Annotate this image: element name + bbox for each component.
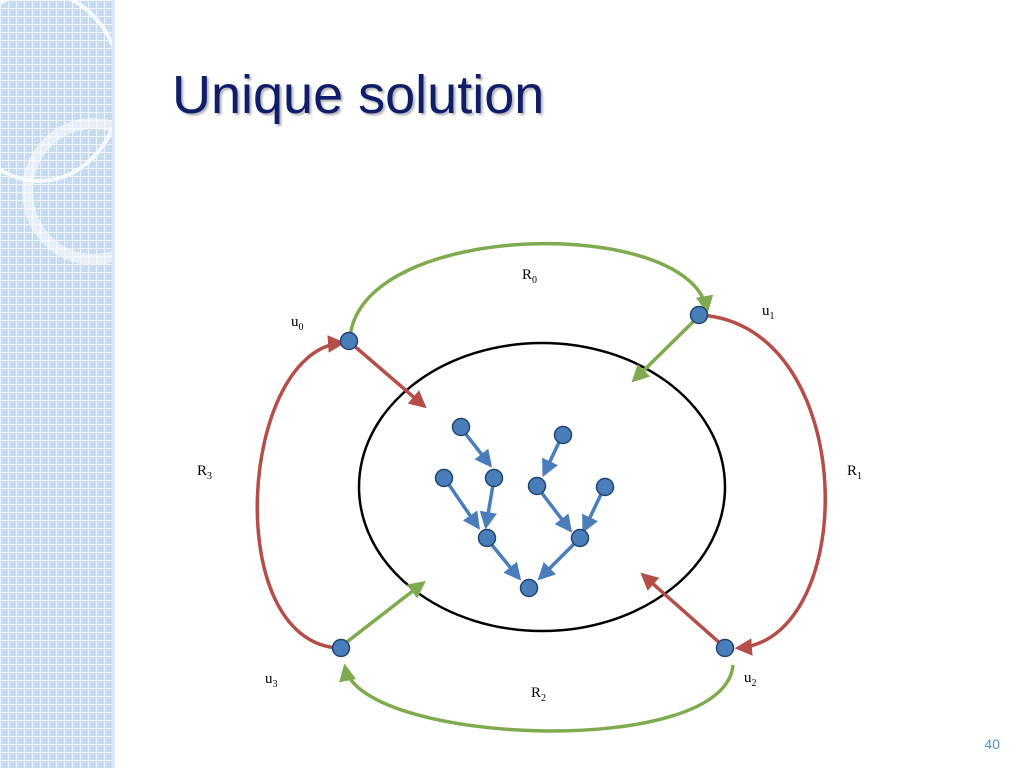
domain-ellipse (357, 341, 727, 633)
tree-node (527, 476, 547, 496)
arrow-r1 (699, 313, 827, 656)
slide-title: Unique solution (172, 65, 545, 125)
node-u0 (339, 331, 359, 351)
tree-node (477, 528, 497, 548)
arrow-u3-in (341, 580, 426, 647)
tree-edge (537, 537, 581, 581)
tree-edge (443, 478, 480, 530)
decorative-ring (22, 118, 112, 265)
label-r3: R3 (197, 463, 212, 482)
label-r2: R2 (531, 685, 546, 704)
arrow-r0 (348, 241, 714, 339)
node-u1 (689, 305, 709, 325)
label-u2: u2 (744, 670, 757, 689)
arrow-u1-in (631, 316, 699, 383)
arrow-r3 (255, 335, 346, 650)
page-number: 40 (984, 736, 1000, 752)
label-r1: R1 (847, 463, 862, 482)
tree-node (434, 468, 454, 488)
tree-node (519, 578, 539, 598)
label-u0: u0 (291, 314, 304, 333)
node-u2 (715, 638, 735, 658)
arrow-u2-in (640, 572, 724, 647)
tree-node (484, 468, 504, 488)
label-u3: u3 (265, 671, 278, 690)
tree-node (570, 528, 590, 548)
label-r0: R0 (522, 267, 537, 286)
tree-node (553, 425, 573, 445)
sidebar-decoration (0, 0, 112, 768)
tree-node (451, 417, 471, 437)
label-u1: u1 (762, 303, 775, 322)
tree-edge (536, 486, 573, 533)
arrow-u0-in (350, 342, 427, 409)
sidebar-edge (112, 0, 115, 768)
arrow-r2 (339, 663, 735, 733)
tree-node (595, 477, 615, 497)
node-u3 (331, 638, 351, 658)
